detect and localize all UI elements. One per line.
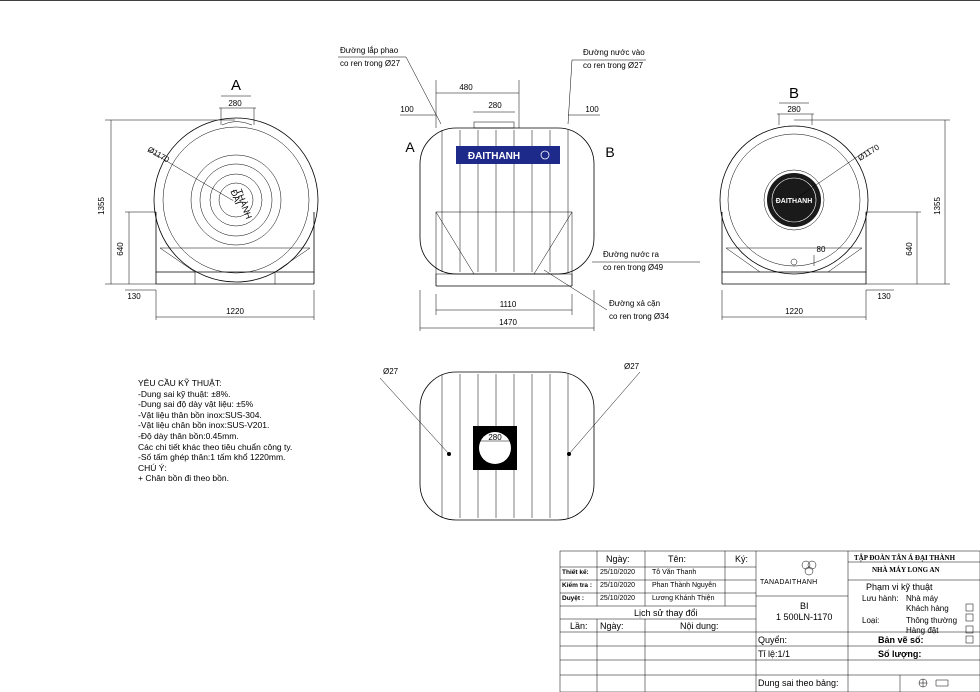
role-approver: Duyệt : bbox=[562, 595, 585, 602]
req-line: YÊU CẦU KỸ THUẬT: bbox=[138, 378, 222, 388]
date-designer: 25/10/2020 bbox=[600, 569, 636, 576]
header-date: Ngày: bbox=[606, 554, 630, 564]
section-b-label: B bbox=[789, 85, 799, 102]
top-width-dim: 280 bbox=[228, 99, 242, 108]
saddle-height-dim-b: 640 bbox=[905, 242, 914, 256]
section-a-label: A bbox=[231, 77, 241, 94]
product-code: 1 500LN-1170 bbox=[776, 612, 833, 622]
marker-b: B bbox=[605, 144, 614, 160]
hole-left-label: Ø27 bbox=[383, 367, 399, 376]
req-line: + Chân bồn đi theo bồn. bbox=[138, 473, 229, 484]
outlet-offset-dim: 80 bbox=[817, 245, 826, 254]
drawing-number-label: Bản vẽ số: bbox=[878, 635, 924, 645]
req-line: Các chi tiết khác theo tiêu chuẩn công t… bbox=[138, 441, 293, 452]
type-standard: Thông thường bbox=[906, 616, 958, 625]
dim-100-right: 100 bbox=[585, 105, 599, 114]
date-approver: 25/10/2020 bbox=[600, 595, 636, 602]
brand-banner bbox=[456, 146, 560, 164]
scope-title: Phạm vi kỹ thuật bbox=[866, 582, 933, 592]
tank-logo-line1: ĐẠI bbox=[229, 188, 244, 206]
req-line: -Độ dày thân bồn:0.45mm. bbox=[138, 430, 239, 441]
drain-title: Đường xả cặn bbox=[609, 299, 660, 308]
inlet-sub: co ren trong Ø27 bbox=[583, 61, 644, 70]
req-line: -Dung sai độ dày vật liệu: ±5% bbox=[138, 399, 254, 410]
role-designer: Thiết kế: bbox=[562, 569, 589, 576]
header-name: Tên: bbox=[668, 554, 687, 564]
req-line: -Vật liệu chân bồn inox:SUS-V201. bbox=[138, 420, 270, 431]
drain-sub: co ren trong Ø34 bbox=[609, 312, 670, 321]
name-approver: Lương Khánh Thiện bbox=[652, 595, 715, 602]
height-dim: 1355 bbox=[97, 197, 106, 215]
dim-1110: 1110 bbox=[500, 300, 517, 309]
outlet-sub: co ren trong Ø49 bbox=[603, 263, 664, 272]
type-label: Loại: bbox=[862, 616, 880, 625]
outlet-title: Đường nước ra bbox=[603, 250, 659, 259]
scale-label: Tỉ lệ:1/1 bbox=[758, 649, 791, 659]
end-view-b: B 280 ĐAITHANH Ø1170 80 1355 640 130 bbox=[719, 85, 950, 320]
marker-a: A bbox=[405, 139, 415, 155]
product-line: BI bbox=[800, 601, 809, 611]
base-dim-b: 130 bbox=[877, 292, 891, 301]
diameter-label: Ø1170 bbox=[146, 145, 171, 165]
col-revision: Lần: bbox=[570, 621, 588, 631]
brand-label: ĐAITHANH bbox=[468, 151, 520, 162]
saddle-height-dim: 640 bbox=[116, 242, 125, 256]
req-line: -Vật liệu thân bồn inox:SUS-304. bbox=[138, 409, 262, 420]
opening-dim: 280 bbox=[488, 433, 502, 442]
factory-name: NHÀ MÁY LONG AN bbox=[872, 566, 940, 574]
req-line: -Số tấm ghép thân:1 tấm khổ 1220mm. bbox=[138, 452, 286, 463]
top-width-dim-b: 280 bbox=[787, 105, 801, 114]
inlet-title: Đường nước vào bbox=[583, 48, 645, 57]
base-dim: 130 bbox=[127, 292, 141, 301]
circulation-factory: Nhà máy bbox=[906, 594, 939, 603]
group-name: TẬP ĐOÀN TÂN Á ĐẠI THÀNH bbox=[854, 554, 956, 562]
bottom-view: 280 Ø27 Ø27 bbox=[379, 362, 641, 521]
title-block: Ngày: Tên: Ký: Thiết kế: 25/10/2020 Tô V… bbox=[560, 551, 980, 692]
history-title: Lịch sử thay đổi bbox=[634, 608, 698, 618]
float-port-title: Đường lắp phao bbox=[340, 46, 399, 55]
quantity-label: Số lượng: bbox=[878, 649, 922, 659]
width-dim-b: 1220 bbox=[785, 307, 803, 316]
dim-480: 480 bbox=[459, 83, 473, 92]
req-line: -Dung sai kỹ thuật: ±8%. bbox=[138, 388, 231, 399]
circulation-customer: Khách hàng bbox=[906, 604, 949, 613]
end-view-a: A 280 ĐẠI THÀNH Ø1170 1355 640 bbox=[97, 77, 319, 320]
header-sign: Ký: bbox=[735, 554, 749, 564]
date-checker: 25/10/2020 bbox=[600, 582, 636, 589]
dim-1470: 1470 bbox=[499, 318, 517, 327]
dim-280: 280 bbox=[488, 101, 502, 110]
req-line: CHÚ Ý: bbox=[138, 462, 167, 473]
diameter-label-b: Ø1170 bbox=[856, 142, 881, 162]
badge-label: ĐAITHANH bbox=[776, 198, 813, 205]
name-designer: Tô Văn Thanh bbox=[652, 569, 697, 576]
front-view: Đường lắp phao co ren trong Ø27 Đường nư… bbox=[338, 46, 700, 331]
float-port-sub: co ren trong Ø27 bbox=[340, 59, 401, 68]
bottom-opening bbox=[479, 432, 511, 464]
technical-requirements: YÊU CẦU KỸ THUẬT: -Dung sai kỹ thuật: ±8… bbox=[138, 378, 292, 484]
type-custom: Hàng đặt bbox=[906, 626, 939, 635]
company-logo: TANADAITHANH bbox=[760, 579, 818, 586]
hole-right-label: Ø27 bbox=[624, 362, 640, 371]
tolerance-label: Dung sai theo bảng: bbox=[758, 678, 839, 688]
col-content: Nội dung: bbox=[680, 621, 719, 631]
width-dim: 1220 bbox=[226, 307, 244, 316]
name-checker: Phan Thành Nguyên bbox=[652, 582, 717, 589]
volume-label: Quyển: bbox=[758, 635, 788, 645]
role-checker: Kiểm tra : bbox=[562, 582, 592, 589]
col-date: Ngày: bbox=[600, 621, 624, 631]
title-block-grid bbox=[559, 550, 980, 692]
height-dim-b: 1355 bbox=[933, 197, 942, 215]
circulation-label: Lưu hành: bbox=[862, 594, 899, 603]
dim-100-left: 100 bbox=[400, 105, 414, 114]
